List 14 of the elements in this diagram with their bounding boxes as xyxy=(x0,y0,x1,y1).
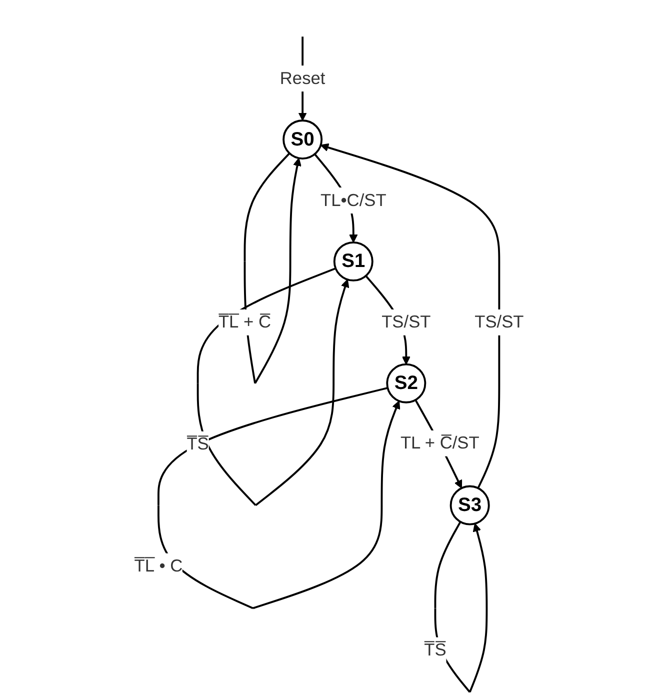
edge-label: TS/ST xyxy=(382,312,431,332)
edge-label: TL•C/ST xyxy=(320,190,386,210)
edge-label: TS/ST xyxy=(474,312,524,332)
edge-label: Reset xyxy=(280,68,326,88)
node-circle: S3 xyxy=(450,485,490,526)
node-circle: S2 xyxy=(386,363,426,404)
edge-label: T̅L̅ • C xyxy=(134,556,183,576)
node-circle: S0 xyxy=(282,120,323,160)
edge-label: T̅S̅ xyxy=(186,434,209,454)
node-circle: S1 xyxy=(333,241,374,282)
arrow xyxy=(196,267,350,506)
edge-label: TL + C̅/ST xyxy=(400,433,480,452)
edge-label: T̅S̅ xyxy=(424,640,446,660)
edge-label: T̅L̅ + C̅ xyxy=(218,312,272,332)
